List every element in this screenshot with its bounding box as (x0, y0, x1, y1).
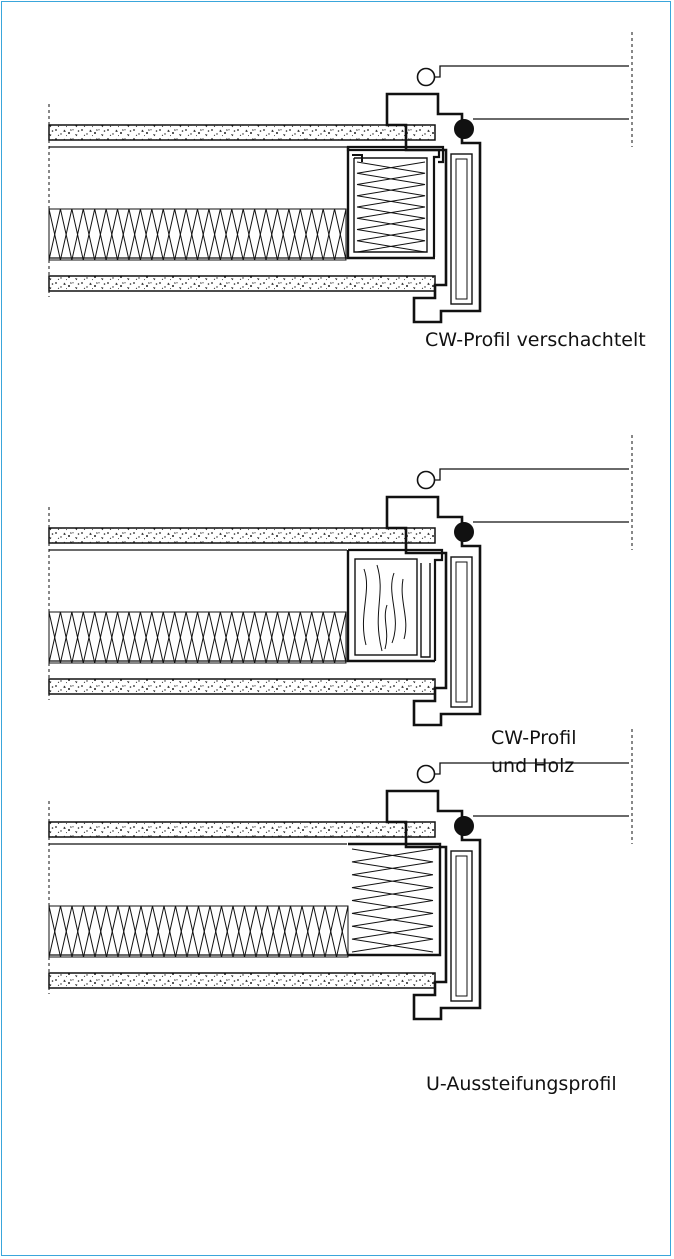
leader-line-top (435, 65, 629, 78)
insulation-zigzag (351, 848, 434, 953)
insulation-zigzag (48, 905, 349, 958)
wood-grain-line (362, 568, 368, 646)
insulation-outline (48, 611, 347, 664)
insulation-zigzag (48, 208, 347, 261)
gypsum-board-hatch (48, 678, 436, 695)
door-leaf-panel-inner (455, 158, 468, 300)
cw-profile-outer (346, 550, 435, 663)
sealing-cord-icon (416, 764, 436, 784)
gasket-icon (454, 816, 474, 836)
wood-grain (362, 564, 407, 652)
insulation-zigzag (48, 905, 349, 958)
door-leaf-panel-inner (455, 561, 468, 703)
cw-profile-inner (353, 157, 428, 253)
leader-line-top (435, 468, 629, 481)
wood-grain-line (401, 578, 407, 640)
caption-cw-profil-und-holz-line2: und Holz (491, 755, 575, 777)
gypsum-board-hatch (48, 821, 436, 838)
cw-profile-lip (346, 145, 445, 257)
door-frame-profile (385, 92, 482, 324)
door-frame-profile (385, 789, 482, 1021)
gypsum-board-hatch (48, 972, 436, 989)
cw-profile-outer (346, 147, 435, 260)
door-leaf-panel (450, 850, 473, 1002)
gypsum-board-hatch (48, 275, 436, 292)
wood-grain-line (391, 572, 396, 644)
insulation-zigzag (48, 611, 347, 664)
insulation-outline (48, 208, 347, 261)
insulation-zigzag (48, 611, 347, 664)
mineral-wool-insulation (48, 905, 349, 958)
gasket-icon (454, 522, 474, 542)
sealing-cord-icon (416, 470, 436, 490)
gypsum-board-hatch (48, 527, 436, 544)
caption-u-aussteifungsprofil: U-Aussteifungsprofil (426, 1073, 617, 1095)
insulation-outline (48, 905, 349, 958)
mineral-wool-insulation (48, 611, 347, 664)
mineral-wool-insulation-profile (351, 848, 434, 953)
insulation-zigzag (48, 208, 347, 261)
section-u-stiffener (48, 729, 633, 1021)
leader-line-top (435, 762, 629, 775)
cw-profile-web (420, 563, 431, 658)
section-cw-wood (48, 435, 633, 727)
wood-grain-line (384, 604, 388, 650)
mineral-wool-insulation-profile (356, 161, 426, 253)
sealing-cord-icon (416, 67, 436, 87)
door-leaf-panel-inner (455, 855, 468, 997)
door-frame-profile (385, 495, 482, 727)
caption-cw-profil-und-holz-line1: CW-Profil (491, 727, 577, 749)
section-cw-nested (48, 32, 633, 324)
cw-profile-inner-lip (352, 154, 363, 162)
door-leaf-panel (450, 153, 473, 305)
u-stiffener-profile (348, 842, 442, 957)
caption-cw-profil-verschachtelt: CW-Profil verschachtelt (425, 329, 646, 351)
mineral-wool-insulation (48, 208, 347, 261)
cw-profile-lip (348, 548, 444, 661)
wood-grain-line (376, 564, 383, 652)
insulation-zigzag (356, 161, 426, 253)
gypsum-board-hatch (48, 124, 436, 141)
door-leaf-panel (450, 556, 473, 708)
gasket-icon (454, 119, 474, 139)
